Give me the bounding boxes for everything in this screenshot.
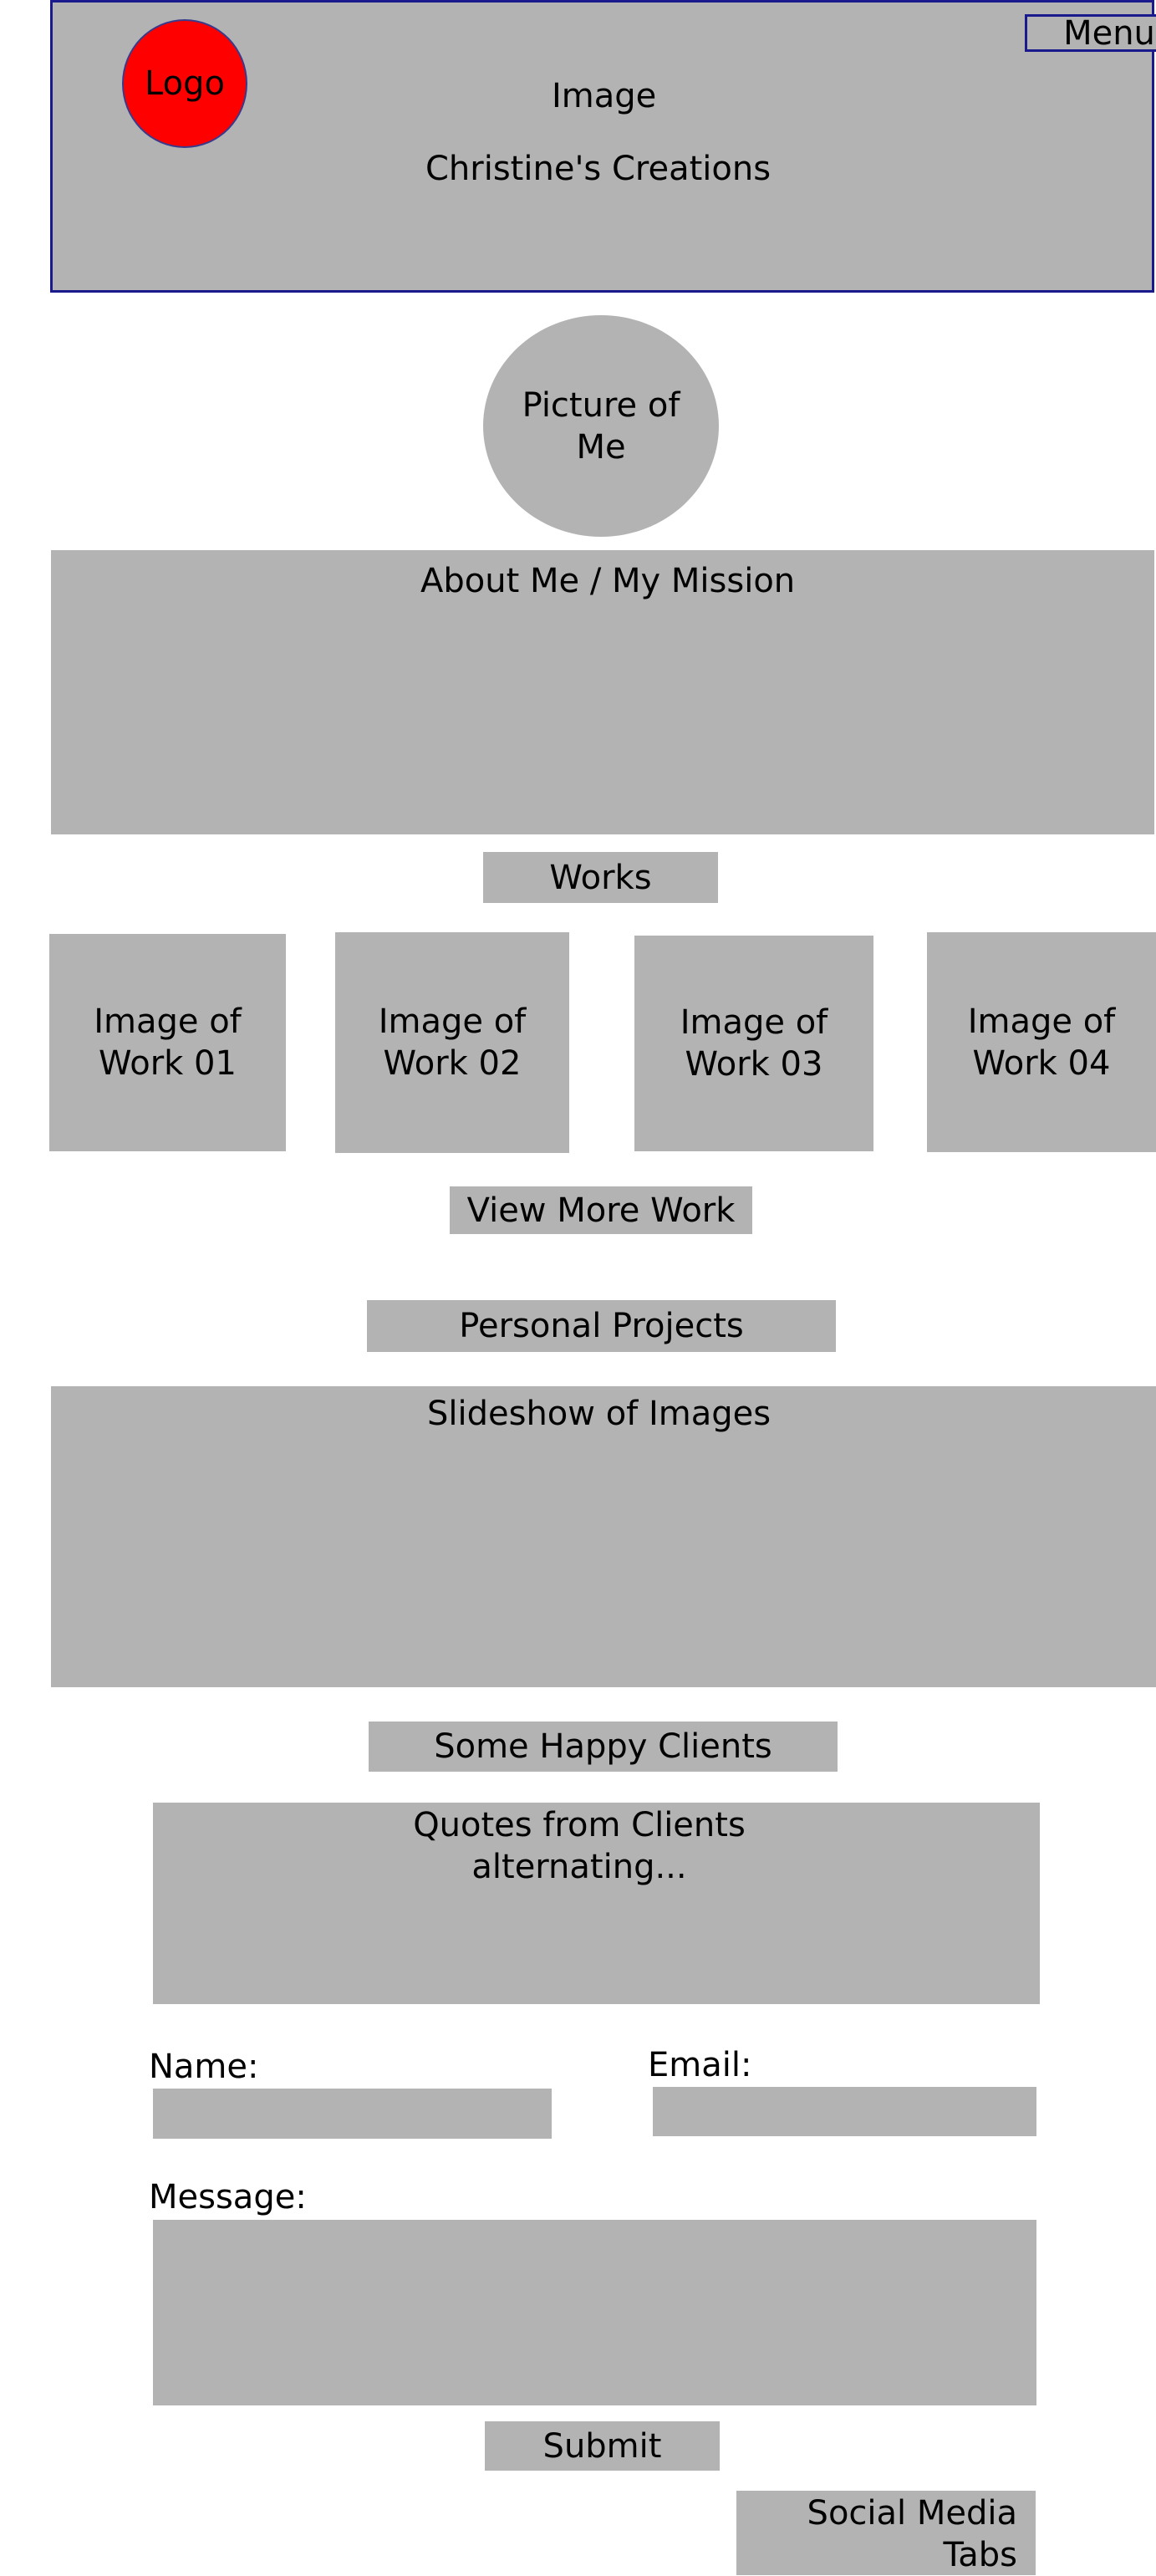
email-label: Email:	[648, 2046, 752, 2084]
message-label: Message:	[149, 2178, 307, 2216]
client-quotes-label: Quotes from Clients alternating...	[413, 1806, 746, 1886]
profile-picture-label: Picture of Me	[522, 385, 680, 467]
logo[interactable]: Logo	[122, 19, 247, 148]
submit-label: Submit	[542, 2426, 662, 2466]
happy-clients-heading: Some Happy Clients	[369, 1722, 838, 1772]
about-title: About Me / My Mission	[420, 562, 796, 600]
work-tile-03[interactable]: Image of Work 03	[634, 936, 873, 1151]
slideshow-label: Slideshow of Images	[427, 1395, 772, 1433]
personal-projects-label: Personal Projects	[459, 1307, 744, 1345]
name-label: Name:	[149, 2048, 259, 2086]
works-heading: Works	[483, 852, 718, 903]
menu-label: Menu	[1063, 13, 1155, 53]
message-field[interactable]	[153, 2220, 1036, 2405]
header-banner: Logo Menu Image Christine's Creations	[50, 0, 1156, 293]
work-tile-04[interactable]: Image of Work 04	[927, 932, 1156, 1152]
hero-image-label: Image	[552, 77, 657, 115]
happy-clients-label: Some Happy Clients	[434, 1727, 772, 1766]
menu-button[interactable]: Menu	[1025, 13, 1156, 53]
slideshow[interactable]: Slideshow of Images	[51, 1386, 1156, 1687]
logo-label: Logo	[145, 64, 225, 103]
work-tile-label: Image of Work 04	[967, 1002, 1116, 1083]
work-tile-label: Image of Work 01	[94, 1002, 242, 1083]
works-heading-label: Works	[549, 858, 652, 897]
view-more-work-label: View More Work	[466, 1191, 736, 1230]
personal-projects-heading: Personal Projects	[367, 1300, 836, 1352]
email-field[interactable]	[653, 2087, 1036, 2136]
view-more-work-button[interactable]: View More Work	[450, 1186, 752, 1234]
about-section: About Me / My Mission	[51, 550, 1154, 834]
profile-picture: Picture of Me	[483, 315, 719, 537]
work-tile-02[interactable]: Image of Work 02	[335, 932, 569, 1153]
work-tile-label: Image of Work 03	[680, 1003, 828, 1084]
work-tile-01[interactable]: Image of Work 01	[49, 934, 286, 1151]
client-quotes: Quotes from Clients alternating...	[153, 1803, 1040, 2004]
submit-button[interactable]: Submit	[485, 2421, 720, 2471]
social-media-label: Social Media Tabs	[807, 2494, 1017, 2574]
name-field[interactable]	[153, 2089, 552, 2139]
work-tile-label: Image of Work 02	[378, 1002, 527, 1083]
social-media-tabs[interactable]: Social Media Tabs	[736, 2491, 1036, 2575]
site-title: Christine's Creations	[425, 150, 772, 188]
